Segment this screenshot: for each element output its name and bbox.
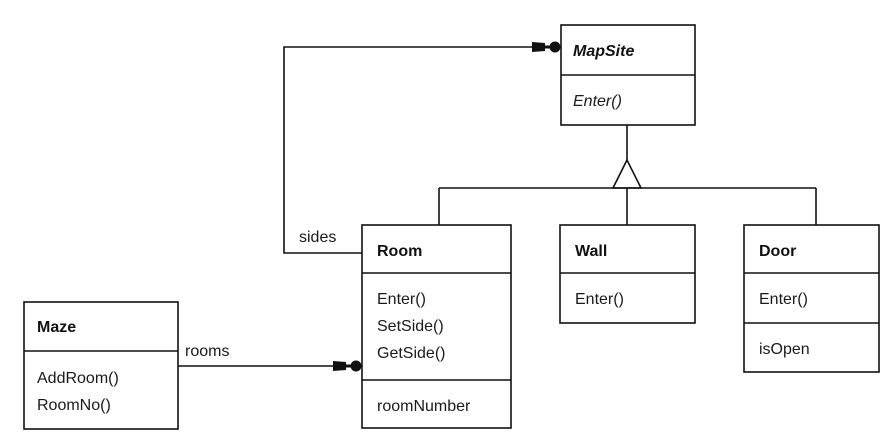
class-name: Wall bbox=[575, 243, 607, 260]
attribute: roomNumber bbox=[377, 398, 471, 415]
inheritance-tree bbox=[438, 125, 817, 225]
rooms-label: rooms bbox=[185, 343, 229, 360]
operation: AddRoom() bbox=[37, 370, 119, 387]
operation: Enter() bbox=[759, 291, 808, 308]
class-mapsite[interactable]: MapSite Enter() bbox=[560, 24, 696, 126]
operation: SetSide() bbox=[377, 318, 444, 335]
relationships: sides rooms bbox=[178, 41, 817, 372]
attribute: isOpen bbox=[759, 341, 810, 358]
sides-label: sides bbox=[299, 229, 336, 246]
class-name: MapSite bbox=[573, 43, 634, 60]
operation: Enter() bbox=[575, 291, 624, 308]
class-wall[interactable]: Wall Enter() bbox=[559, 224, 696, 324]
class-maze[interactable]: Maze AddRoom() RoomNo() bbox=[23, 301, 179, 430]
operation: Enter() bbox=[573, 93, 622, 110]
class-name: Room bbox=[377, 243, 422, 260]
class-name: Door bbox=[759, 243, 796, 260]
class-door[interactable]: Door Enter() isOpen bbox=[743, 224, 880, 373]
class-name: Maze bbox=[37, 319, 76, 336]
class-room[interactable]: Room Enter() SetSide() GetSide() roomNum… bbox=[361, 224, 512, 429]
inheritance-triangle-icon bbox=[611, 158, 643, 189]
operation: GetSide() bbox=[377, 345, 445, 362]
sides-association-line bbox=[283, 41, 561, 254]
operation: Enter() bbox=[377, 291, 426, 308]
operation: RoomNo() bbox=[37, 397, 111, 414]
